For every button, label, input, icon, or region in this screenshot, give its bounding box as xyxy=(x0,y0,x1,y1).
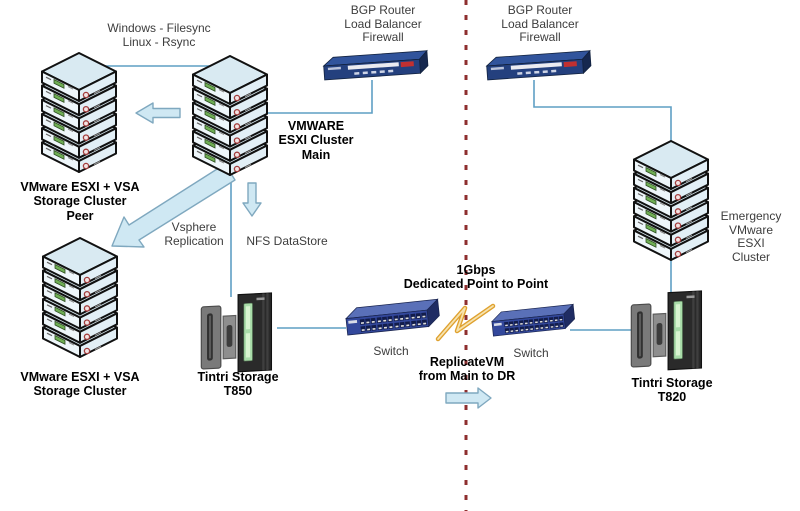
tintri-t820-icon xyxy=(630,290,703,373)
server-stack-main-cluster xyxy=(193,56,267,175)
label-tintri-t820: Tintri Storage T820 xyxy=(631,376,713,405)
server-stack-storage-cluster xyxy=(43,238,117,357)
label-bgp-router-dr: BGP Router Load Balancer Firewall xyxy=(501,3,579,45)
label-replicate-vm: ReplicateVM from Main to DR xyxy=(418,355,516,384)
label-bgp-router-main: BGP Router Load Balancer Firewall xyxy=(344,3,422,45)
label-link-speed: 1Gbps Dedicated Point to Point xyxy=(403,263,549,292)
flow-arrows xyxy=(111,102,492,409)
label-emergency-cluster: Emergency VMware ESXI Cluster xyxy=(720,209,782,265)
label-main-cluster: VMWARE ESXI Cluster Main xyxy=(278,119,354,162)
server-stack-emergency-cluster xyxy=(634,141,708,260)
nfs-datastore-arrow-icon xyxy=(242,182,262,217)
line-router-to-main xyxy=(267,80,373,114)
connection-lines xyxy=(105,65,672,331)
label-peer-cluster: VMware ESXI + VSA Storage Cluster Peer xyxy=(20,180,140,223)
switch-main-icon xyxy=(345,299,440,335)
replicate-vm-arrow-icon xyxy=(445,387,492,409)
line-router-to-emergency xyxy=(533,80,672,142)
server-stack-peer-cluster xyxy=(42,53,116,172)
label-switch-dr: Switch xyxy=(513,346,549,360)
vsphere-replication-arrow-icon xyxy=(111,163,236,248)
switch-dr-icon xyxy=(491,304,576,336)
label-vsphere-replication: Vsphere Replication xyxy=(164,220,224,248)
lightning-bolt-icon xyxy=(435,303,496,342)
label-tintri-t850: Tintri Storage T850 xyxy=(197,370,279,399)
sync-arrow-left-icon xyxy=(135,102,181,124)
bgp-router-dr-icon xyxy=(485,50,592,81)
label-storage-cluster: VMware ESXI + VSA Storage Cluster xyxy=(20,370,140,399)
label-nfs-datastore: NFS DataStore xyxy=(246,234,328,248)
label-switch-main: Switch xyxy=(373,344,409,358)
label-sync-methods: Windows - Filesync Linux - Rsync xyxy=(107,21,211,49)
bgp-router-main-icon xyxy=(322,50,429,81)
tintri-t850-icon xyxy=(200,292,273,375)
